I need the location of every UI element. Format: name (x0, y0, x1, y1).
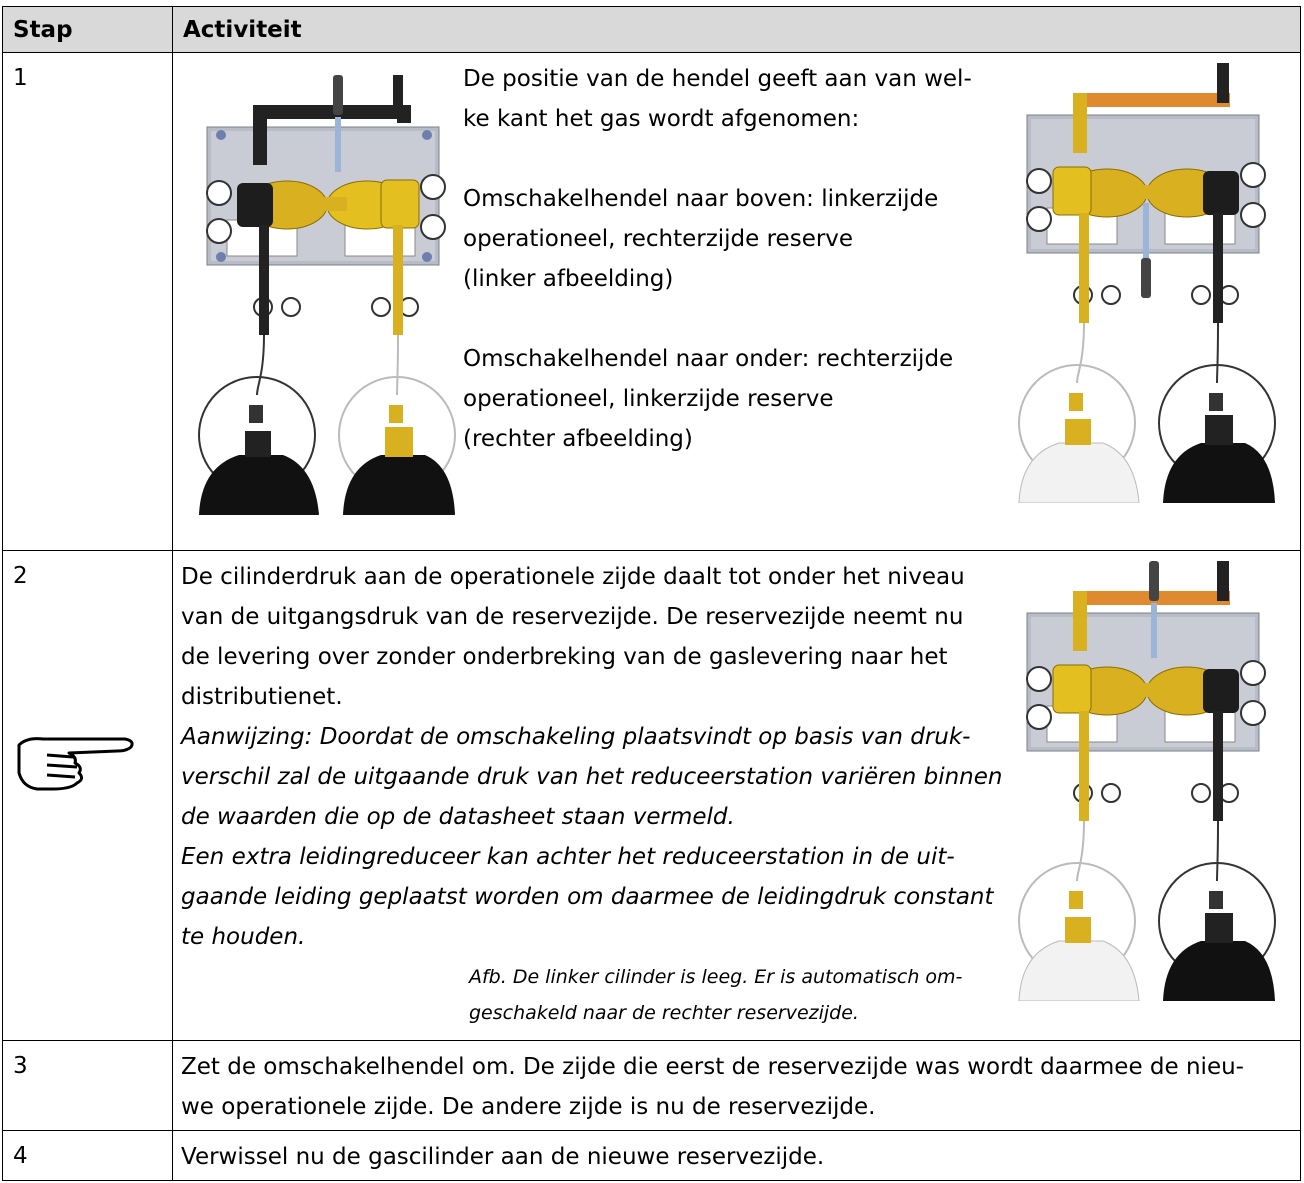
step-number-cell: 2 (2, 550, 173, 1041)
row2-line: van de uitgangsdruk van de reservezijde.… (181, 604, 964, 630)
activity-cell: Verwissel nu de gascilinder aan de nieuw… (172, 1130, 1301, 1181)
figure-caption: Afb. De linker cilinder is leeg. Er is a… (469, 966, 963, 988)
row1-line: operationeel, linkerzijde reserve (463, 386, 834, 412)
row4-line: Verwissel nu de gascilinder aan de nieuw… (181, 1144, 825, 1170)
row2-line: de levering over zonder onderbreking van… (181, 644, 948, 670)
table-row: 4 Verwissel nu de gascilinder aan de nie… (2, 1130, 1301, 1181)
pointing-hand-icon (17, 737, 134, 791)
table-row: 2 De cilinderdruk aan de operationele zi… (2, 550, 1301, 1041)
row1-line: Omschakelhendel naar boven: linkerzijde (463, 186, 939, 212)
row3-line: we operationele zijde. De andere zijde i… (181, 1094, 876, 1120)
figure-caption: geschakeld naar de rechter reservezijde. (469, 1002, 859, 1024)
step-number: 1 (2, 52, 173, 551)
row2-line: distributienet. (181, 684, 343, 710)
row1-line: Omschakelhendel naar onder: rechterzijde (463, 346, 954, 372)
gas-station-right-image (1018, 63, 1276, 503)
instruction-table: Stap Activiteit 1 (2, 6, 1301, 1181)
note-line: Een extra leidingreduceer kan achter het… (181, 844, 955, 870)
row3-line: Zet de omschakelhendel om. De zijde die … (181, 1054, 1244, 1080)
row1-line: (rechter afbeelding) (463, 426, 693, 452)
note-line: verschil zal de uitgaande druk van het r… (181, 764, 1003, 790)
table-row: 3 Zet de omschakelhendel om. De zijde di… (2, 1040, 1301, 1131)
note-line: Aanwijzing: Doordat de omschakeling plaa… (181, 724, 971, 750)
header-activity: Activiteit (172, 6, 1301, 53)
activity-cell: Zet de omschakelhendel om. De zijde die … (172, 1040, 1301, 1131)
gas-station-switched-image (1018, 561, 1276, 1001)
note-line: de waarden die op de datasheet staan ver… (181, 804, 735, 830)
activity-cell: De positie van de hendel geeft aan van w… (172, 52, 1301, 551)
row1-line: operationeel, rechterzijde reserve (463, 226, 854, 252)
step-number: 3 (2, 1040, 173, 1131)
step-number: 4 (2, 1130, 173, 1181)
row2-line: De cilinderdruk aan de operationele zijd… (181, 564, 965, 590)
step-number: 2 (13, 563, 28, 589)
gas-station-left-image (198, 75, 456, 515)
note-line: gaande leiding geplaatst worden om daarm… (181, 884, 994, 910)
table-row: 1 (2, 52, 1301, 551)
table-header-row: Stap Activiteit (2, 6, 1301, 53)
row1-line: (linker afbeelding) (463, 266, 674, 292)
header-step: Stap (2, 6, 173, 53)
note-line: te houden. (181, 924, 306, 950)
row1-line: De positie van de hendel geeft aan van w… (463, 66, 972, 92)
activity-cell: De cilinderdruk aan de operationele zijd… (172, 550, 1301, 1041)
row1-line: ke kant het gas wordt afgenomen: (463, 106, 860, 132)
